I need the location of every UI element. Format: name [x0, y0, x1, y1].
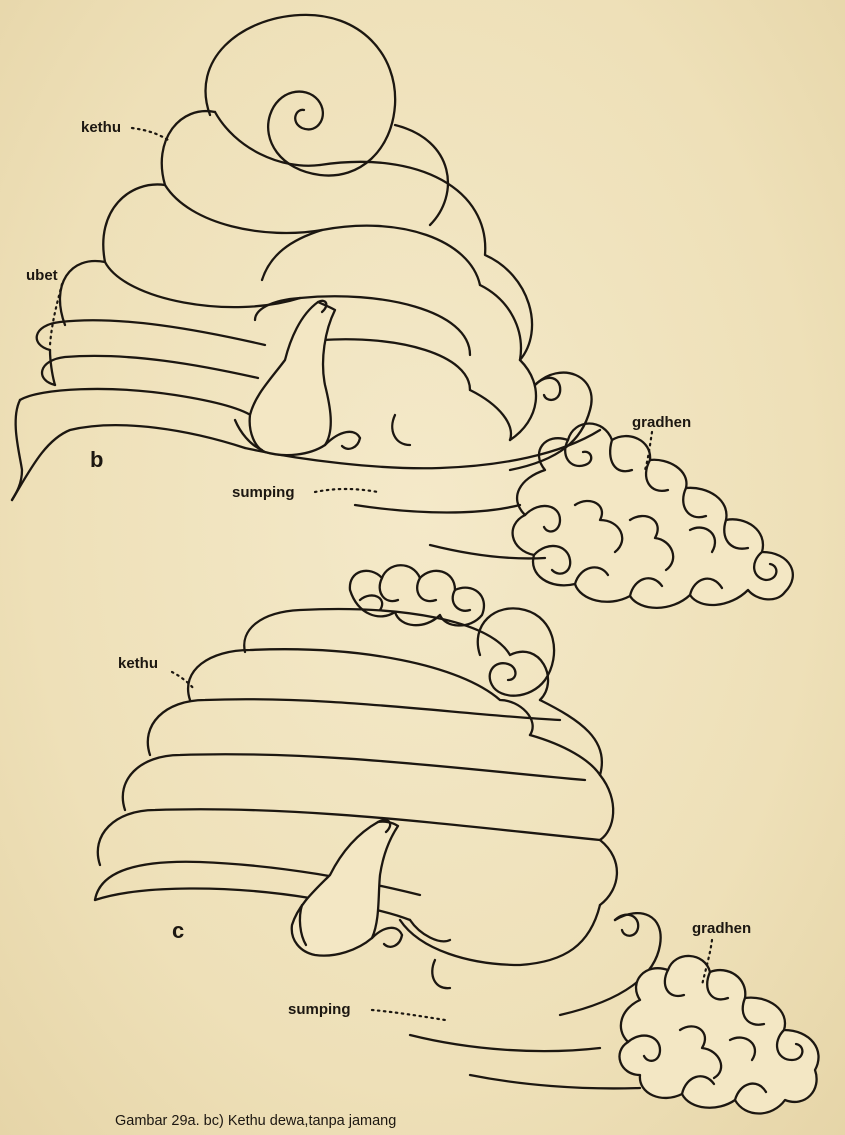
- figure-c-gradhen-curls: [619, 956, 818, 1114]
- figure-b-ubet-label: ubet: [26, 267, 58, 284]
- figure-b-ubet-band: [12, 320, 265, 500]
- figure-b-gradhen-label: gradhen: [632, 414, 691, 431]
- figure-c-sumping-label-group: sumping: [288, 1001, 445, 1020]
- figure-b-kethu-label: kethu: [81, 119, 121, 136]
- figure-c-top-curls: [350, 565, 484, 625]
- figure-b: kethu ubet gradhen sumping b: [12, 15, 793, 608]
- figure-c: kethu gradhen sumping c: [95, 565, 819, 1113]
- figure-b-sumping-label: sumping: [232, 484, 295, 501]
- figure-c-kethu-label: kethu: [118, 655, 158, 672]
- figure-b-letter: b: [90, 447, 103, 472]
- figure-b-sumping-label-group: sumping: [232, 484, 378, 501]
- figure-b-top-spiral: [206, 15, 396, 176]
- figure-b-ubet-label-group: ubet: [26, 267, 62, 345]
- figure-b-kethu-label-group: kethu: [81, 119, 168, 140]
- figure-c-kethu-label-group: kethu: [118, 655, 195, 690]
- figure-caption: Gambar 29a. bc) Kethu dewa,tanpa jamang: [115, 1113, 396, 1129]
- figure-c-letter: c: [172, 918, 184, 943]
- figure-c-sumping-label: sumping: [288, 1001, 351, 1018]
- figure-c-gradhen-label: gradhen: [692, 920, 751, 937]
